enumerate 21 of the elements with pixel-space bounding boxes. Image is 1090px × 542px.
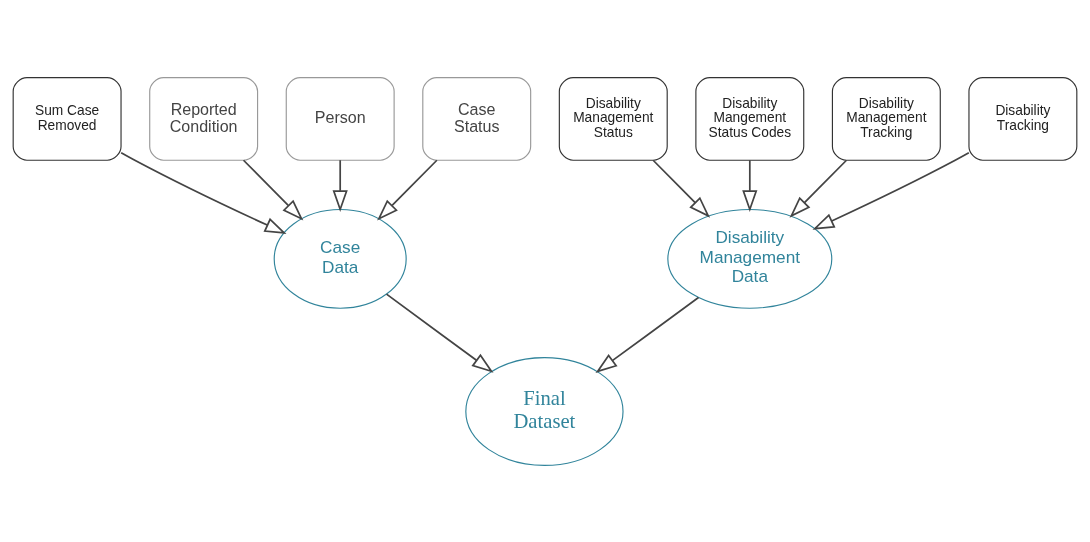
node-ellipse: Disability Management Data [667, 208, 833, 309]
arrow [789, 158, 848, 218]
arrow [652, 158, 711, 218]
node-box: Disability Management Tracking [831, 76, 941, 161]
node-box: Disability Mangement Status Codes [695, 76, 805, 161]
node-ellipse: Case Data [273, 208, 407, 309]
arrow [332, 158, 348, 212]
node-box: Reported Condition [149, 76, 259, 161]
arrow [385, 292, 494, 373]
node-box: Case Status [422, 76, 532, 161]
arrow [742, 158, 758, 212]
node-box: Disability Tracking [968, 76, 1078, 161]
arrow [812, 151, 970, 230]
node-ellipse: Final Dataset [465, 356, 624, 466]
arrow [377, 158, 438, 220]
arrow [242, 158, 304, 220]
node-box: Sum Case Removed [12, 76, 122, 161]
arrow [595, 296, 700, 373]
node-box: Person [285, 76, 395, 161]
node-box: Disability Management Status [558, 76, 668, 161]
arrow [120, 151, 287, 234]
